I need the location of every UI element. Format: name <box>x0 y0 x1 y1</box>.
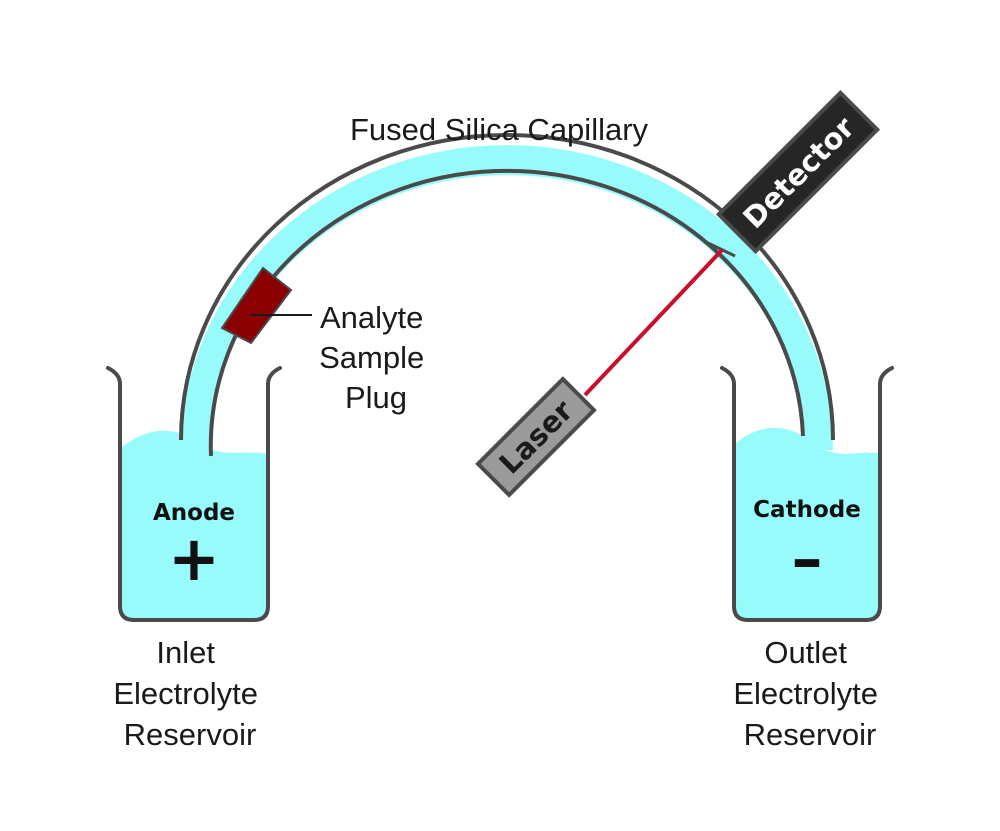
anode-sign: + <box>168 522 220 595</box>
capillary-outer-wall <box>179 133 835 441</box>
outlet-reservoir-caption: Outlet Electrolyte Reservoir <box>733 635 886 752</box>
capillary-title: Fused Silica Capillary <box>350 112 649 147</box>
inlet-caption-line-1: Inlet <box>156 635 215 670</box>
fused-silica-capillary <box>179 133 835 457</box>
outlet-caption-line-1: Outlet <box>764 635 847 670</box>
anode-label: Anode <box>153 500 235 526</box>
analyte-label-line-2: Sample <box>319 340 424 375</box>
capillary-fill <box>181 145 833 451</box>
outlet-reservoir <box>720 366 894 622</box>
outlet-caption-line-3: Reservoir <box>744 717 877 752</box>
analyte-label-line-3: Plug <box>345 380 407 415</box>
detector-device: Detector <box>715 89 881 255</box>
inlet-caption-line-2: Electrolyte <box>113 676 258 711</box>
analyte-label: Analyte Sample Plug <box>319 300 433 415</box>
detector-label: Detector <box>736 110 861 235</box>
inlet-reservoir-caption: Inlet Electrolyte Reservoir <box>113 635 266 752</box>
inlet-beaker-outline <box>106 366 282 622</box>
analyte-label-line-1: Analyte <box>320 300 423 335</box>
laser-beam <box>583 248 724 397</box>
analyte-sample-plug <box>220 266 293 345</box>
laser-device: Laser <box>475 376 597 498</box>
detector-body <box>715 89 881 255</box>
outlet-caption-line-2: Electrolyte <box>733 676 878 711</box>
cathode-sign: – <box>792 522 823 595</box>
inlet-electrolyte-fill <box>120 431 268 620</box>
detection-window-mark <box>707 241 736 258</box>
outlet-beaker-outline <box>720 366 894 622</box>
outlet-electrolyte-fill <box>734 427 880 620</box>
capillary-inner-wall <box>208 168 805 457</box>
laser-assembly: Laser <box>475 248 724 498</box>
cathode-label: Cathode <box>753 497 861 523</box>
laser-body <box>475 376 597 498</box>
inlet-caption-line-3: Reservoir <box>124 717 257 752</box>
